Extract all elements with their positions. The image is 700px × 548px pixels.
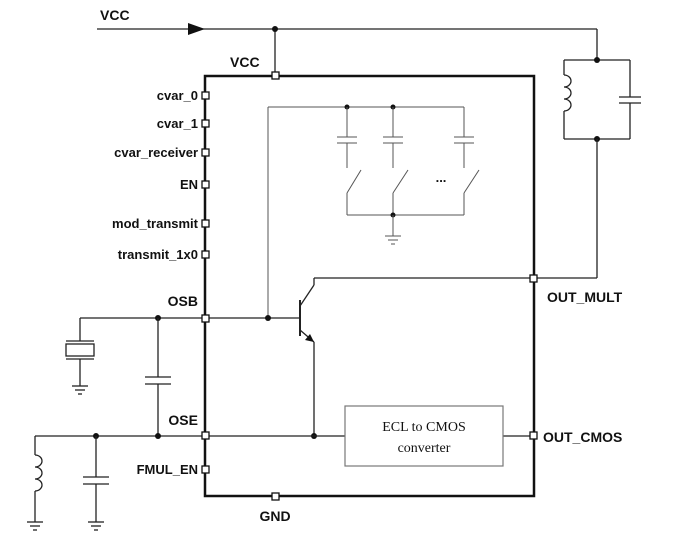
capacitor-bank [267, 104, 480, 318]
switch-ellipsis: ... [436, 170, 447, 185]
transistor [206, 277, 532, 439]
vcc-wire [97, 23, 598, 74]
converter-label-2: converter [398, 441, 451, 456]
pin-label-cvar-0: cvar_0 [157, 88, 198, 103]
pin-en [201, 180, 210, 189]
fmul-en-label: FMUL_EN [137, 462, 198, 477]
pin-osb [201, 314, 210, 323]
gnd-label: GND [259, 508, 290, 524]
pin-label-cvar-receiver: cvar_receiver [114, 145, 198, 160]
pin-label-en: EN [180, 177, 198, 192]
converter-label-1: ECL to CMOS [382, 420, 466, 435]
pin-transmit-1x0 [201, 250, 210, 259]
pin-cvar-0 [201, 91, 210, 100]
pin-label-mod-transmit: mod_transmit [112, 216, 199, 231]
out-mult-label: OUT_MULT [547, 289, 623, 305]
vcc-input-label: VCC [100, 7, 130, 23]
ose-label: OSE [168, 412, 198, 428]
vcc-pin-label: VCC [230, 54, 260, 70]
pin-label-transmit-1x0: transmit_1x0 [118, 247, 198, 262]
ecl-to-cmos-converter: ECL to CMOS converter [344, 405, 504, 467]
lc-tank [536, 57, 641, 279]
ic-body [203, 74, 536, 498]
pin-cvar-receiver [201, 148, 210, 157]
pin-cvar-1 [201, 119, 210, 128]
pin-mod-transmit [201, 219, 210, 228]
pin-vcc [271, 71, 280, 80]
osb-label: OSB [168, 293, 198, 309]
pin-ose [201, 431, 210, 440]
pin-out-mult [529, 274, 538, 283]
pin-gnd [271, 492, 280, 501]
pin-fmul-en [201, 465, 210, 474]
crystal-network [27, 315, 206, 531]
pins [201, 71, 538, 501]
pin-label-cvar-1: cvar_1 [157, 116, 198, 131]
out-cmos-label: OUT_CMOS [543, 429, 622, 445]
pin-out-cmos [529, 431, 538, 440]
